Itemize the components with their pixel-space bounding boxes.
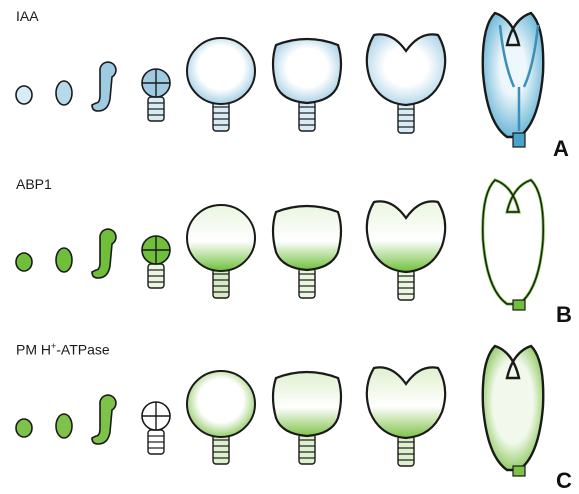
proembryo	[92, 229, 116, 278]
torpedo-proper	[483, 180, 544, 304]
zygote-cell	[16, 253, 32, 271]
heart-proper	[367, 367, 445, 438]
transition-embryo	[273, 206, 341, 298]
stage-row-a	[16, 13, 543, 147]
transition-suspensor	[299, 101, 315, 131]
transition-proper	[273, 206, 341, 270]
heart-proper	[367, 201, 445, 272]
transition-embryo	[273, 372, 341, 464]
torpedo-proper	[483, 13, 544, 137]
octant-embryo	[142, 402, 170, 454]
zygote-cell	[16, 419, 32, 437]
proembryo	[92, 62, 116, 111]
heart-embryo	[367, 34, 445, 133]
torpedo-root-tip	[513, 300, 525, 310]
globular-embryo	[187, 205, 255, 298]
torpedo-root-tip	[513, 133, 525, 147]
globular-proper	[187, 38, 255, 104]
heart-suspensor	[398, 103, 414, 133]
globular-suspensor	[213, 101, 229, 131]
globular-proper	[187, 205, 255, 271]
stage-row-b	[16, 180, 543, 310]
transition-suspensor	[299, 268, 315, 298]
heart-embryo	[367, 367, 445, 466]
torpedo-embryo	[483, 346, 544, 476]
octant-embryo	[142, 69, 170, 121]
globular-suspensor	[213, 268, 229, 298]
torpedo-proper	[483, 346, 544, 470]
stage-row-c	[16, 346, 543, 476]
transition-embryo	[273, 39, 341, 131]
heart-embryo	[367, 201, 445, 300]
elongated-cell	[56, 81, 72, 105]
transition-proper	[273, 372, 341, 436]
heart-proper	[367, 34, 445, 105]
transition-proper	[273, 39, 341, 103]
elongated-cell	[56, 248, 72, 272]
torpedo-root-tip	[513, 466, 525, 476]
torpedo-embryo	[483, 13, 544, 147]
heart-suspensor	[398, 436, 414, 466]
elongated-cell	[56, 414, 72, 438]
proembryo	[92, 395, 116, 444]
octant-embryo	[142, 236, 170, 288]
globular-embryo	[187, 371, 255, 464]
transition-suspensor	[299, 434, 315, 464]
heart-suspensor	[398, 270, 414, 300]
globular-proper	[187, 371, 255, 437]
globular-embryo	[187, 38, 255, 131]
torpedo-embryo	[483, 180, 544, 310]
globular-suspensor	[213, 434, 229, 464]
zygote-cell	[16, 86, 32, 104]
